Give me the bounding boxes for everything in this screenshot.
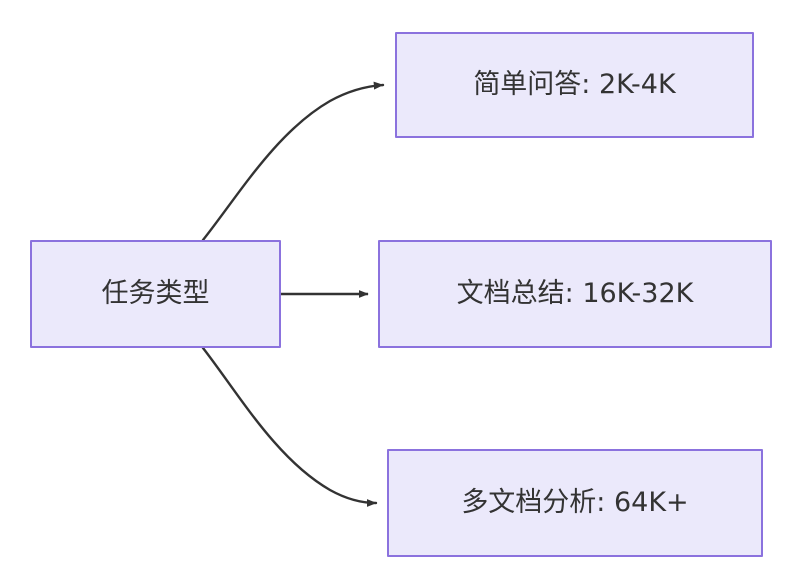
node-simple-qa[interactable]: 简单问答: 2K-4K xyxy=(395,32,754,138)
node-task-type-label: 任务类型 xyxy=(101,277,210,309)
edge-source-to-simple-qa xyxy=(201,81,385,242)
node-task-type[interactable]: 任务类型 xyxy=(30,240,281,348)
node-simple-qa-label: 简单问答: 2K-4K xyxy=(473,68,676,100)
node-doc-summary[interactable]: 文档总结: 16K-32K xyxy=(378,240,772,348)
edge-source-to-multi-doc xyxy=(201,346,378,507)
node-multi-doc[interactable]: 多文档分析: 64K+ xyxy=(387,449,763,557)
node-multi-doc-label: 多文档分析: 64K+ xyxy=(461,486,689,518)
node-doc-summary-label: 文档总结: 16K-32K xyxy=(456,277,694,309)
